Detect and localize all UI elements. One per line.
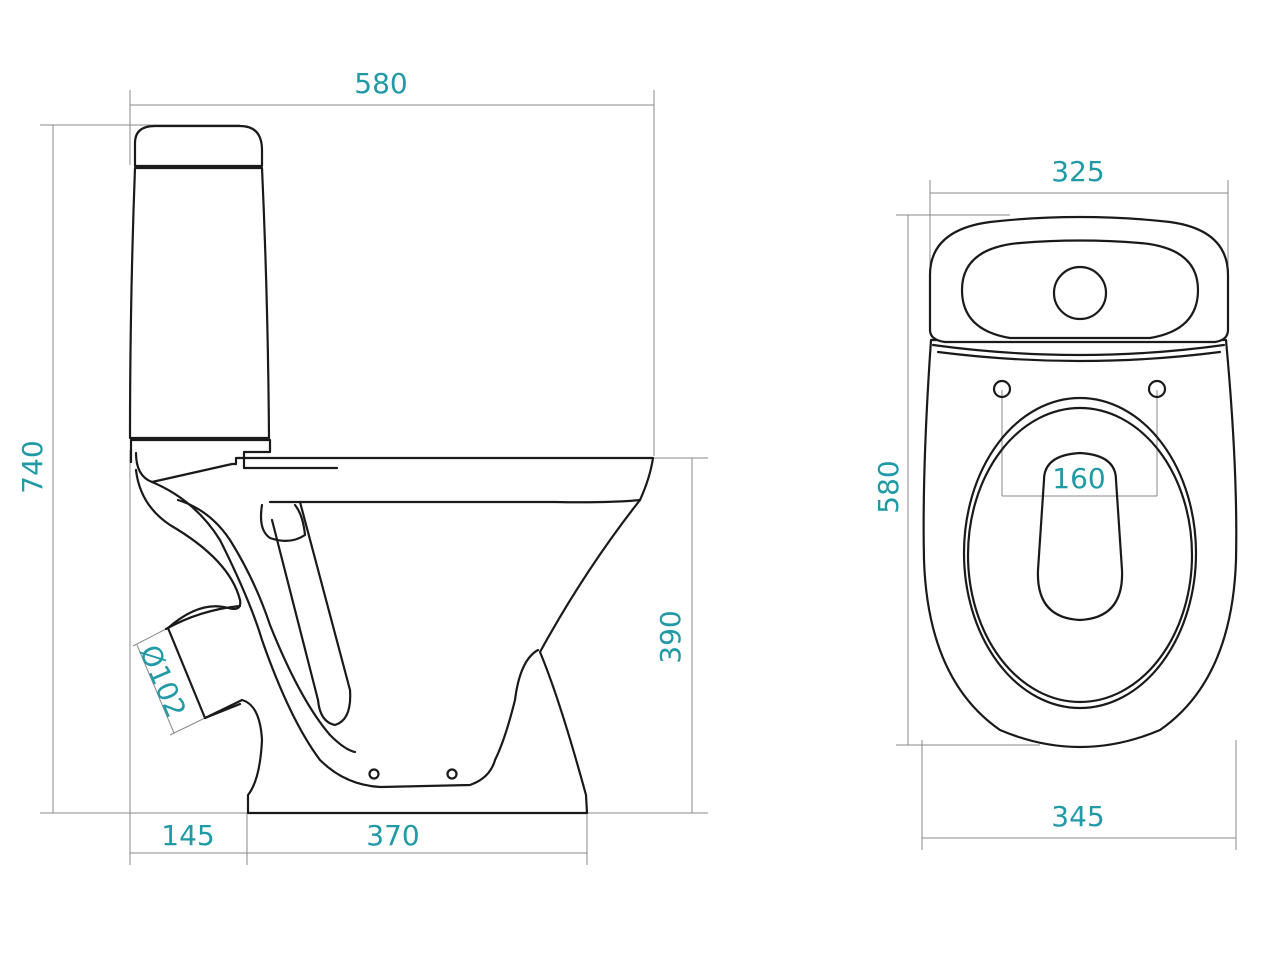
bowl-rim-inner <box>966 406 1194 704</box>
label-seat-hole-spacing: 160 <box>1052 462 1105 495</box>
cistern-body <box>128 166 271 440</box>
mounting-hole-right <box>446 768 458 780</box>
label-cistern-width: 325 <box>1051 155 1104 188</box>
label-bowl-rim-height: 390 <box>654 610 687 663</box>
cistern-lid <box>133 124 264 168</box>
label-bowl-width: 345 <box>1051 800 1104 833</box>
label-outlet-diameter: Ø102 <box>133 640 193 722</box>
label-base-length: 370 <box>366 819 419 852</box>
side-view: 580 740 390 Ø102 145 370 <box>16 67 708 865</box>
seat-hole-right <box>1147 379 1167 399</box>
mounting-hole-left <box>368 768 380 780</box>
bowl-rim-outer <box>962 396 1198 710</box>
top-view-dimension-lines <box>896 180 1237 850</box>
label-overall-height: 740 <box>16 440 49 493</box>
cistern-top <box>928 215 1230 344</box>
bowl-rim <box>134 451 655 504</box>
bowl-body <box>134 468 642 815</box>
flush-button-icon <box>1052 265 1108 321</box>
top-view: 325 345 580 160 <box>872 155 1238 850</box>
siphon-opening <box>259 503 307 542</box>
trap-channel <box>150 480 540 789</box>
cistern-lid-recess <box>960 239 1200 340</box>
cistern-rim-line <box>931 343 1226 363</box>
label-overall-depth: 580 <box>354 67 407 100</box>
outlet-pipe <box>164 604 242 720</box>
label-outlet-offset: 145 <box>161 819 214 852</box>
label-overall-length: 580 <box>872 460 905 513</box>
trap-inner-wall <box>176 498 357 754</box>
seat-hole-left <box>992 379 1012 399</box>
side-view-dimension-lines <box>40 90 708 865</box>
bowl-outline-top <box>922 338 1238 749</box>
bowl-well <box>1036 451 1124 622</box>
cistern-base <box>129 438 339 470</box>
